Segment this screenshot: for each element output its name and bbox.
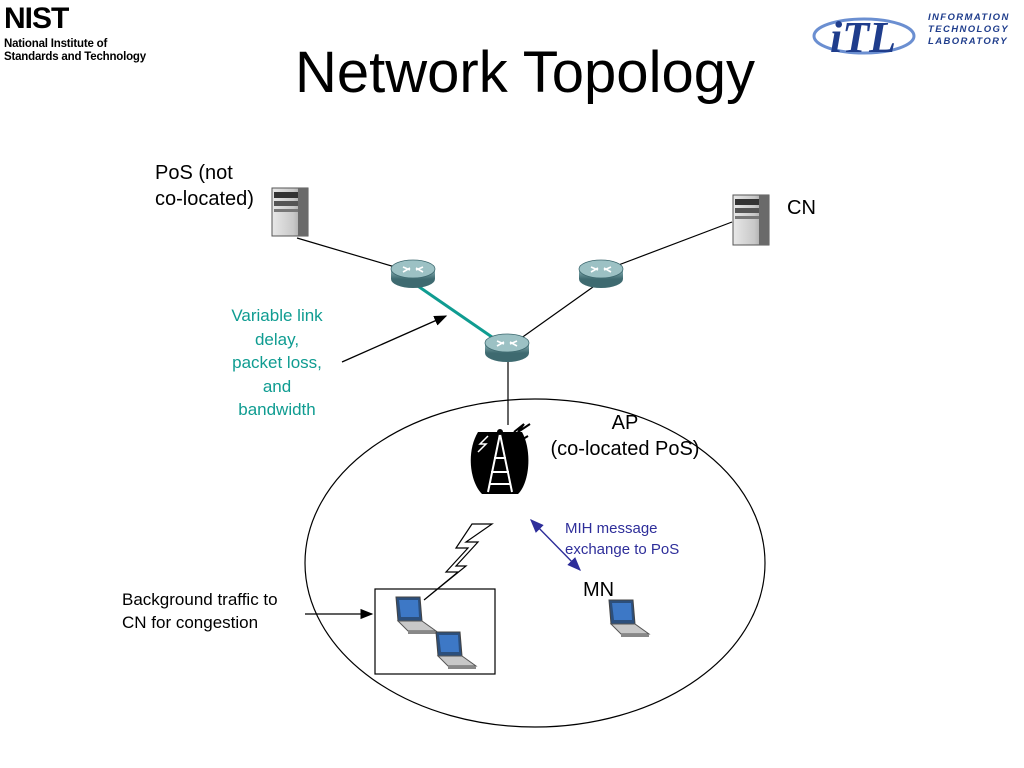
itl-mark-text: iTL (830, 13, 896, 62)
server-icon (271, 187, 309, 237)
pos-label-line2: co-located) (155, 188, 254, 210)
pos-server-label: PoS (not co-located) (155, 160, 254, 212)
background-note-line: CN for congestion (122, 613, 259, 632)
nist-wordmark: NIST (4, 2, 69, 35)
ap-coverage-area (304, 398, 766, 728)
link-note-arrow (341, 315, 448, 363)
lightning-icon (423, 523, 494, 601)
itl-line3: LABORATORY (928, 36, 1008, 47)
laptop-icon (608, 599, 651, 637)
link-note-line: bandwidth (238, 400, 316, 419)
background-traffic-box (374, 588, 496, 675)
mih-note-line: exchange to PoS (565, 541, 680, 558)
link-note: Variable link delay, packet loss, and ba… (212, 304, 342, 422)
link-note-line: packet loss, (232, 353, 322, 372)
link-cn-router2 (599, 221, 733, 273)
background-note-line: Background traffic to (122, 590, 278, 609)
itl-line1: INFORMATION (928, 12, 1010, 23)
mih-note-line: MIH message (565, 520, 658, 537)
nist-logo: NIST National Institute of Standards and… (4, 4, 164, 66)
cn-label: CN (787, 197, 816, 219)
router-icon (484, 333, 530, 362)
router-icon (578, 259, 624, 288)
link-note-line: Variable link (231, 306, 323, 325)
antenna-tower-icon (470, 423, 531, 494)
background-note: Background traffic to CN for congestion (122, 588, 278, 634)
ap-label: AP (co-located PoS) (540, 410, 710, 462)
link-router1-router3 (411, 280, 506, 348)
link-note-line: delay, (254, 329, 300, 349)
pos-label-line1: PoS (not (155, 162, 233, 184)
nist-name-line2: Standards and Technology (4, 51, 146, 63)
itl-line2: TECHNOLOGY (928, 24, 1010, 35)
nist-name-line1: National Institute of (4, 38, 108, 50)
mn-label: MN (583, 579, 615, 601)
mih-note: MIH message exchange to PoS (565, 518, 679, 560)
laptop-icon (395, 596, 438, 634)
itl-logo: iTL INFORMATION TECHNOLOGY LABORATORY (812, 6, 1022, 62)
router-icon (390, 259, 436, 288)
itl-mark: iTL (812, 13, 916, 62)
link-note-line: and (262, 376, 292, 396)
ap-label-line1: AP (611, 412, 639, 434)
server-icon (732, 194, 770, 246)
laptop-icon (435, 631, 478, 669)
mih-arrow (530, 519, 581, 571)
link-router2-router3 (509, 281, 601, 347)
page-title: Network Topology (295, 40, 755, 105)
ap-label-line2: (co-located PoS) (550, 438, 700, 460)
